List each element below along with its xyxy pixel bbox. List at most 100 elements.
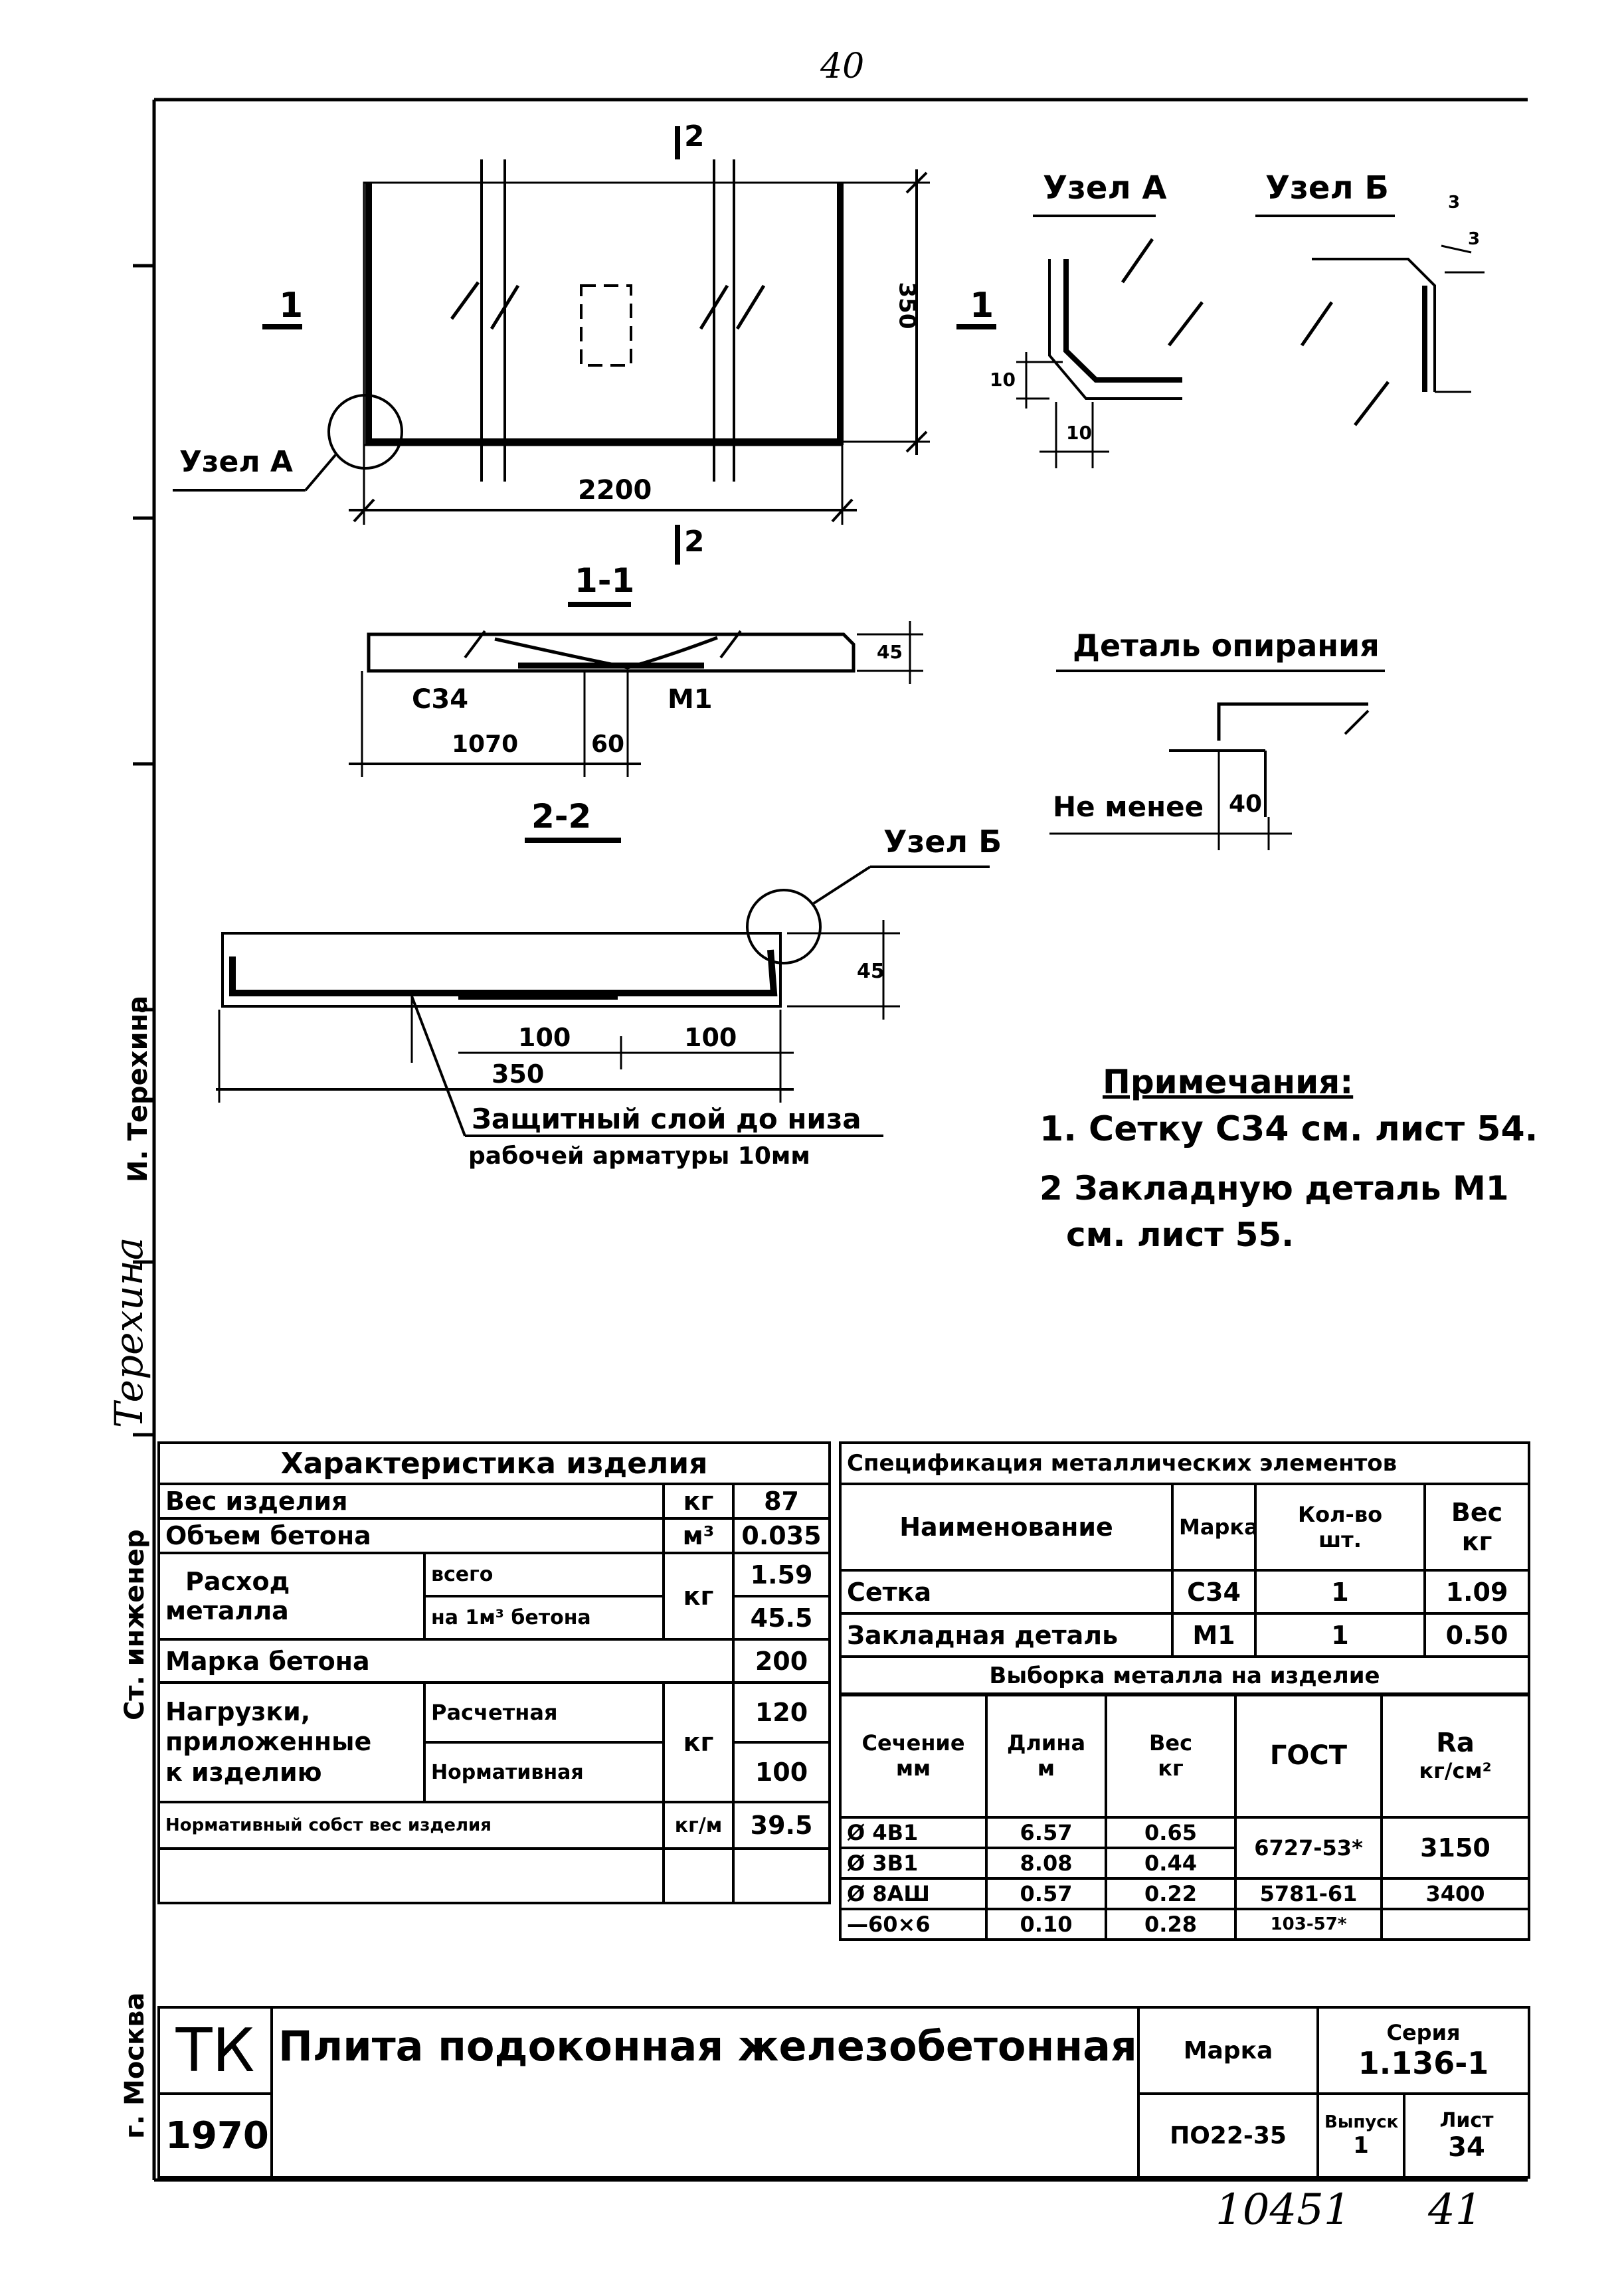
margin-signature: Терехина (106, 1237, 151, 1428)
sel-row-length: 8.08 (985, 1847, 1107, 1880)
loads-label-1: Нагрузки, (165, 1696, 311, 1726)
sel-row-weight: 0.65 (1105, 1816, 1237, 1849)
cover-note-line1: Защитный слой до низа (472, 1103, 861, 1135)
section-1-1-dim-length: 1070 (452, 731, 519, 758)
metal-label-1: Расход (185, 1567, 290, 1596)
product-name: Плита подоконная железобетонная (270, 2006, 1140, 2179)
notes-title: Примечания: (1103, 1063, 1354, 1101)
notes-item-2-line2: см. лист 55. (1066, 1216, 1295, 1254)
spec-col-qty-1: Кол-во (1297, 1502, 1383, 1527)
series-value: 1.136-1 (1358, 2045, 1489, 2081)
sel-col-section-2: мм (895, 1756, 931, 1781)
characteristics-title: Характеристика изделия (157, 1441, 832, 1485)
metal-label: Расход металла (157, 1552, 426, 1641)
year-label: 1970г. (157, 2092, 273, 2179)
sel-row-length: 0.10 (985, 1908, 1107, 1941)
metal-per-label: на 1м³ бетона (423, 1595, 665, 1641)
spec-col-qty-2: шт. (1318, 1527, 1362, 1552)
support-detail-label: Не менее (1053, 790, 1204, 823)
notes-item-2-line1: 2 Закладную деталь М1 (1039, 1169, 1509, 1208)
spec-col-weight-1: Вес (1451, 1498, 1503, 1527)
sheet-value: 34 (1448, 2132, 1485, 2163)
page-number-bottom-left: 10451 (1216, 2185, 1351, 2234)
weight-label: Вес изделия (157, 1483, 665, 1520)
plan-section-mark-left: 1 (279, 286, 304, 325)
volume-value: 0.035 (731, 1517, 832, 1554)
spec-col-weight-2: кг (1461, 1527, 1492, 1556)
volume-unit: м³ (662, 1517, 735, 1554)
load-calc-value: 120 (731, 1681, 832, 1744)
node-a-dim-v: 10 (990, 369, 1016, 391)
concrete-label: Марка бетона (157, 1638, 735, 1684)
issue-label: Выпуск (1324, 2112, 1399, 2132)
sel-row-weight: 0.22 (1105, 1877, 1237, 1910)
characteristics-table: Характеристика изделия Вес изделия кг 87… (157, 1441, 832, 1904)
self-weight-unit: кг/м (662, 1801, 735, 1850)
sel-col-ra-2: кг/см² (1419, 1758, 1492, 1783)
spec-row: Сетка С34 1 1.09 (839, 1569, 1531, 1615)
plan-height-dim: 350 (893, 282, 921, 329)
sel-row-section: Ø 3В1 (839, 1847, 988, 1880)
sel-col-weight-1: Вес (1148, 1730, 1193, 1756)
sel-col-gost: ГОСТ (1234, 1692, 1383, 1819)
sel-gost-3: 103-57* (1234, 1908, 1383, 1941)
specification-table: Спецификация металлических элементов Наи… (838, 1441, 1531, 1696)
sel-col-length-1: Длина (1006, 1730, 1086, 1756)
node-a-diagram (1016, 215, 1204, 468)
support-detail-dim: 40 (1229, 790, 1263, 818)
sheet-label: Лист (1439, 2108, 1494, 2132)
spec-row-mark: М1 (1171, 1612, 1257, 1658)
issue-cell: Выпуск 1 (1316, 2092, 1405, 2179)
org-label: ТК (157, 2006, 273, 2095)
plan-width-dim: 2200 (578, 475, 652, 505)
metal-total-value: 1.59 (731, 1552, 832, 1597)
spec-col-qty: Кол-во шт. (1254, 1483, 1426, 1572)
loads-label-3: к изделию (165, 1757, 322, 1787)
plan-section-mark-right: 1 (970, 286, 994, 325)
sel-row: Ø 8АШ 0.57 0.22 5781-61 3400 (839, 1877, 1530, 1910)
section-2-2-dim-100-right: 100 (684, 1023, 737, 1052)
node-a-dim-h: 10 (1066, 422, 1092, 444)
margin-city: г. Москва (120, 1992, 150, 2139)
spec-row: Закладная деталь М1 1 0.50 (839, 1612, 1531, 1658)
section-1-1-dim-60: 60 (591, 731, 625, 758)
sel-row: —60×6 0.10 0.28 103-57* (839, 1908, 1530, 1941)
metal-per-value: 45.5 (731, 1595, 832, 1641)
title-block: ТК Плита подоконная железобетонная Марка… (157, 2006, 1531, 2179)
section-1-1-diagram (349, 602, 923, 777)
section-2-2-dim-100-left: 100 (518, 1023, 571, 1052)
sel-col-weight-2: кг (1158, 1756, 1184, 1781)
plan-view (173, 126, 996, 565)
sel-col-length: Длина м (985, 1692, 1107, 1819)
sel-col-ra: Ra кг/см² (1380, 1692, 1530, 1819)
metal-total-label: всего (423, 1552, 665, 1597)
spec-row-weight: 0.50 (1423, 1612, 1531, 1658)
weight-unit: кг (662, 1483, 735, 1520)
spec-row-qty: 1 (1254, 1612, 1426, 1658)
sel-gost-2: 5781-61 (1234, 1877, 1383, 1910)
section-1-1-dim-45: 45 (877, 641, 903, 663)
selection-table: Сечение мм Длина м Вес кг ГОСТ Ra кг/см²… (839, 1692, 1530, 1941)
sel-col-ra-1: Ra (1436, 1728, 1475, 1758)
mark-value: ПО22-35 (1137, 2092, 1319, 2179)
spec-row-name: Сетка (839, 1569, 1174, 1615)
sel-col-section: Сечение мм (839, 1692, 988, 1819)
sheet-cell: Лист 34 (1402, 2092, 1531, 2179)
section-2-2-title: 2-2 (531, 797, 592, 836)
concrete-value: 200 (731, 1638, 832, 1684)
sel-col-length-2: м (1037, 1756, 1055, 1781)
spec-col-name: Наименование (839, 1483, 1174, 1572)
load-norm-value: 100 (731, 1741, 832, 1803)
page-number-bottom-right: 41 (1428, 2185, 1483, 2234)
loads-unit: кг (662, 1681, 735, 1803)
cover-note-line2: рабочей арматуры 10мм (468, 1142, 810, 1170)
support-detail-diagram (1049, 670, 1385, 850)
spec-col-weight: Вес кг (1423, 1483, 1531, 1572)
node-a-title: Узел А (1043, 169, 1167, 207)
sel-col-section-1: Сечение (861, 1730, 965, 1756)
spec-col-mark: Марка (1171, 1483, 1257, 1572)
margin-signatory-name: И. Терехина (123, 995, 153, 1182)
sel-row-length: 6.57 (985, 1816, 1107, 1849)
section-2-2-node-label: Узел Б (883, 824, 1002, 860)
